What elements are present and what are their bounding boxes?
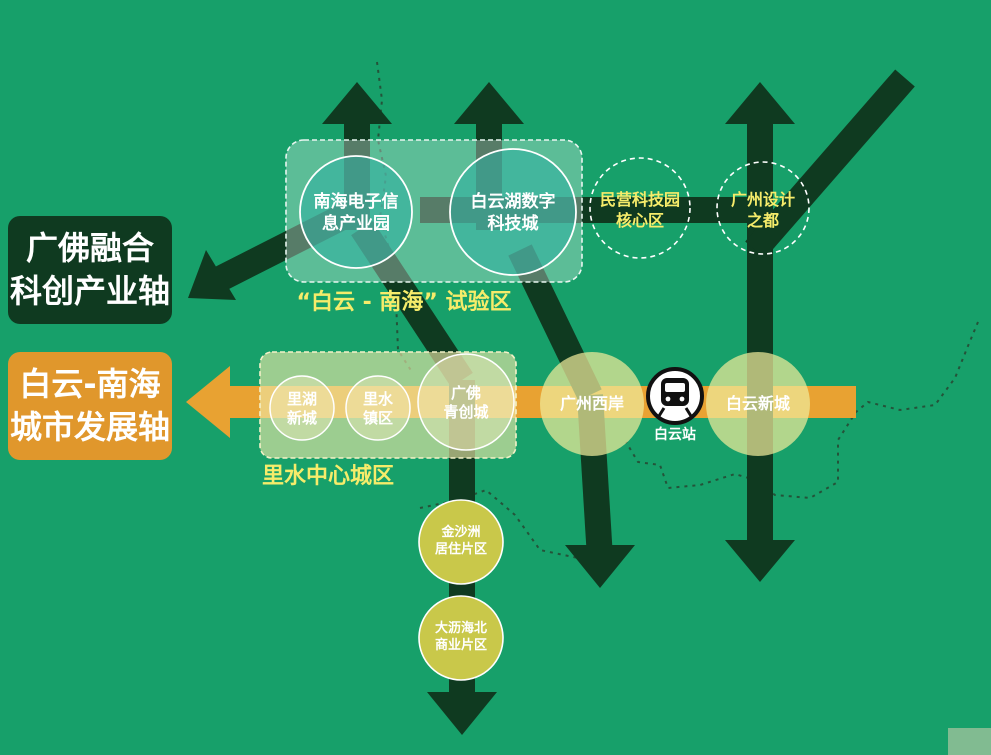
node-label-guangzhou-xian: 广州西岸 [559, 393, 624, 413]
circle-lishui-zhen [345, 375, 411, 441]
arrowhead-down-2 [565, 545, 635, 588]
circle-baiyun-xincheng [706, 352, 810, 456]
node-label-lishui-zhen: 里水 镇区 [362, 389, 393, 428]
circle-baiyunhu [449, 148, 577, 276]
arrowhead-left [188, 250, 236, 300]
boundary-lines [376, 61, 979, 571]
circle-nanhai-dianzi [299, 155, 413, 269]
circle-dalihaibei [418, 595, 504, 681]
node-label-lihu: 里湖 新城 [286, 389, 317, 428]
circle-guangfo-qingchuang [417, 353, 515, 451]
node-label-guangfo-qingchuang: 广佛 青创城 [443, 383, 489, 422]
circle-guangzhou-xian [540, 352, 644, 456]
boundary-line-east [625, 321, 979, 500]
circle-minying [589, 157, 691, 259]
node-label-dalihaibei: 大沥海北 商业片区 [434, 621, 487, 653]
arrowhead-down-3 [725, 540, 795, 582]
arrowhead-up-2 [454, 82, 524, 124]
arrowhead-up-1 [322, 82, 392, 124]
axis-box-guangfo: 广佛融合 科创产业轴 [8, 216, 172, 324]
circle-lihu [269, 375, 335, 441]
node-label-baiyun-xincheng: 白云新城 [725, 393, 790, 413]
circle-jinshazhou [418, 499, 504, 585]
train-icon [646, 367, 704, 425]
arrowhead-up-3 [725, 82, 795, 124]
corner-texture [948, 728, 991, 755]
arrowhead-down-1 [427, 692, 497, 735]
node-label-minying: 民营科技园 核心区 [599, 190, 680, 230]
node-label-jinshazhou: 金沙洲 居住片区 [434, 525, 487, 557]
node-label-nanhai-dianzi: 南海电子信 息产业园 [313, 191, 399, 234]
axis-arrowheads [188, 82, 795, 735]
axis-diagonal-ne [745, 69, 915, 259]
node-label-guangzhou-sheji: 广州设计 之都 [730, 190, 795, 230]
zone-label-lishui: 里水中心城区 [262, 463, 395, 489]
node-circles [269, 148, 810, 681]
axis-box-baiyun-city: 白云-南海 城市发展轴 [8, 352, 172, 460]
boundary-line-south [419, 488, 593, 571]
station-label: 白云站 [654, 426, 696, 443]
zone-label-baiyun-nanhai: “白云 - 南海” 试验区 [296, 289, 512, 315]
circle-guangzhou-sheji [716, 161, 810, 255]
node-label-baiyunhu: 白云湖数字 科技城 [470, 191, 556, 234]
